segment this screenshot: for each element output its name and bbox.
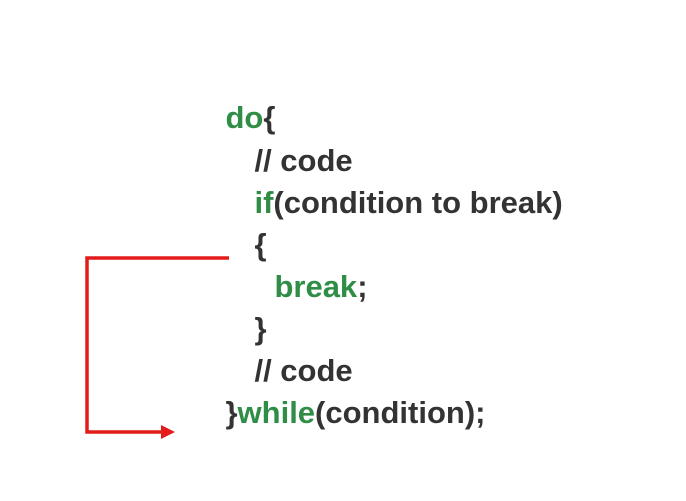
code-line-if-close-brace: } bbox=[220, 282, 266, 344]
code-line-if: if(condition to break) bbox=[220, 156, 562, 218]
code-line-break: break; bbox=[240, 240, 367, 302]
break-semicolon: ; bbox=[357, 269, 368, 304]
code-line-do: do{ bbox=[191, 71, 275, 133]
keyword-do: do bbox=[225, 100, 264, 135]
while-condition: (condition); bbox=[315, 395, 486, 430]
break-jump-path bbox=[85, 256, 229, 434]
comment-code-2: // code bbox=[254, 353, 353, 388]
close-brace: } bbox=[225, 395, 238, 430]
if-close-brace: } bbox=[254, 311, 267, 346]
code-line-comment-2: // code bbox=[220, 324, 352, 386]
if-condition: (condition to break) bbox=[273, 185, 563, 220]
if-open-brace: { bbox=[254, 227, 267, 262]
keyword-break: break bbox=[274, 269, 358, 304]
code-line-while: }while(condition); bbox=[191, 366, 485, 428]
arrow-head-icon bbox=[161, 425, 175, 439]
open-brace: { bbox=[263, 100, 276, 135]
keyword-if: if bbox=[254, 185, 274, 220]
keyword-while: while bbox=[237, 395, 316, 430]
code-line-if-open-brace: { bbox=[220, 198, 266, 260]
code-line-comment-1: // code bbox=[220, 114, 352, 176]
comment-code-1: // code bbox=[254, 143, 353, 178]
